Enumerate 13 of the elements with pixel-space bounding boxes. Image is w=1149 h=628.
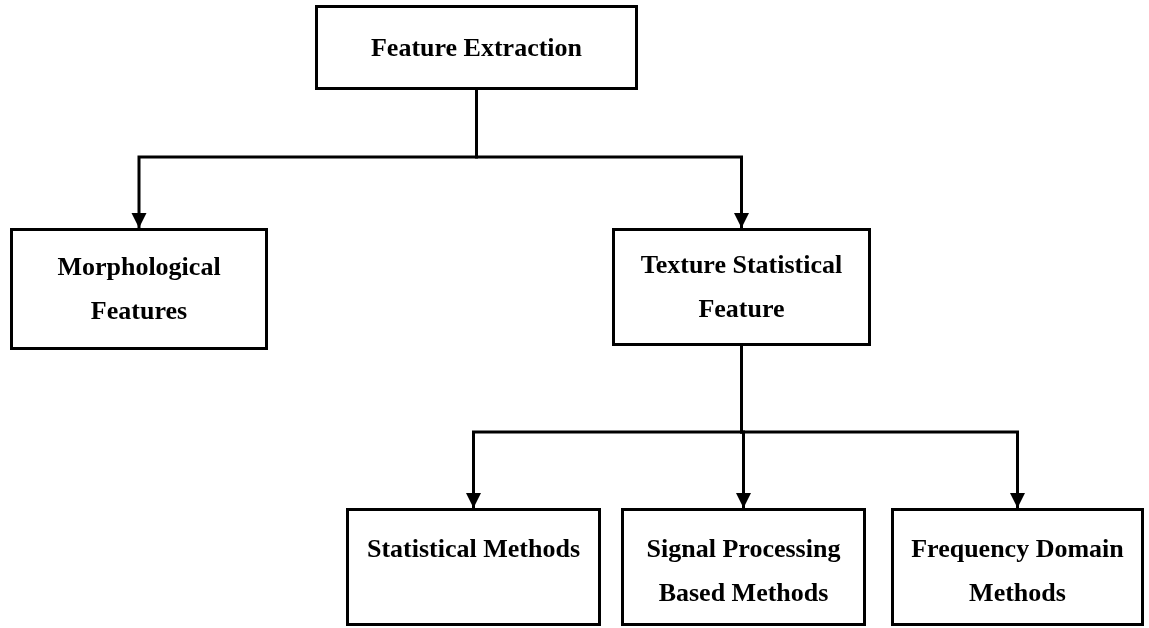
box-label: Signal Processing Based Methods <box>645 533 842 609</box>
process-box <box>346 508 601 626</box>
process-box <box>315 5 638 90</box>
process-box <box>621 508 866 626</box>
process-box <box>891 508 1144 626</box>
process-box <box>10 228 268 350</box>
process-box <box>612 228 871 346</box>
box-label: Frequency Domain Methods <box>910 533 1125 609</box>
box-label: Morphological Features <box>56 251 222 327</box>
box-label: Feature Extraction <box>370 31 583 64</box>
arrow <box>475 90 749 228</box>
box-label: Texture Statistical Feature <box>639 249 844 325</box>
box-label: Statistical Methods <box>366 533 580 565</box>
